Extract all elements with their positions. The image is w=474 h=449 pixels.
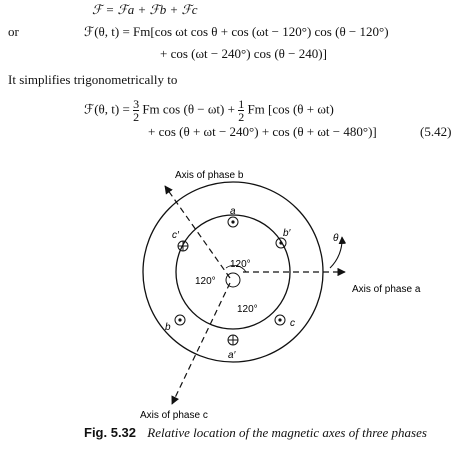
coil-b-prime-dot-icon [275,237,287,249]
coil-a-prime-cross-icon [227,334,239,346]
equation-line-3: ℱ(θ, t) = 3 2 Fm cos (θ − ωt) + 1 2 Fm [… [84,98,334,123]
or-word: or [8,24,19,39]
axis-phase-c-label: Axis of phase c [140,410,208,421]
fraction2-denominator: 2 [238,110,245,124]
coil-a-prime-label: a′ [228,350,237,361]
angle-label-bottom: 120° [237,304,258,315]
theta-label: θ [333,233,339,244]
equation-line-1: ℱ(θ, t) = Fm[cos ωt cos θ + cos (ωt − 12… [84,24,389,39]
angle-label-top: 120° [230,259,251,270]
simplifies-text: It simplifies trigonometrically to [8,72,178,87]
fraction-one-half: 1 2 [238,97,245,124]
equation-number: (5.42) [420,124,452,139]
axis-phase-a-label: Axis of phase a [352,284,421,295]
equation-line-4: + cos (θ + ωt − 240°) + cos (θ + ωt − 48… [148,124,377,139]
axis-phase-b-line [164,185,231,279]
center-mark [225,272,241,288]
coil-b-label: b [165,322,171,333]
equation-line-3-end: Fm [cos (θ + ωt) [247,101,334,117]
equation-line-2: + cos (ωt − 240°) cos (θ − 240)] [160,46,327,61]
coil-c-label: c [290,318,295,329]
angle-label-left: 120° [195,276,216,287]
coil-c-dot-icon [274,314,286,326]
equation-sum: ℱ = ℱa + ℱb + ℱc [92,2,197,18]
theta-arrow [329,236,347,269]
angle-arc-top [225,265,247,273]
axis-phase-b-label: Axis of phase b [175,170,244,181]
coil-c-prime-label: c′ [172,230,180,241]
fraction-numerator: 3 [133,97,140,111]
equation-line-3-lhs: ℱ(θ, t) = [84,101,130,117]
inner-rotor-circle [175,214,291,330]
fraction2-numerator: 1 [238,97,245,111]
coil-b-dot-icon [174,314,186,326]
figure-caption: Fig. 5.32 Relative location of the magne… [84,425,427,441]
fraction-denominator: 2 [133,110,140,124]
figure-number: Fig. 5.32 [84,425,137,440]
fraction-three-halves: 3 2 [133,97,140,124]
axis-phase-c-line [171,282,231,405]
coil-c-prime-cross-icon [177,240,189,252]
coil-a-label: a [230,206,236,217]
equation-sum-text: ℱ = ℱa + ℱb + ℱc [92,2,198,17]
equation-line-3-mid: Fm cos (θ − ωt) + [142,101,235,117]
coil-a-dot-icon [227,216,239,228]
figure-caption-text: Relative location of the magnetic axes o… [147,425,427,440]
coil-b-prime-label: b′ [283,228,292,239]
